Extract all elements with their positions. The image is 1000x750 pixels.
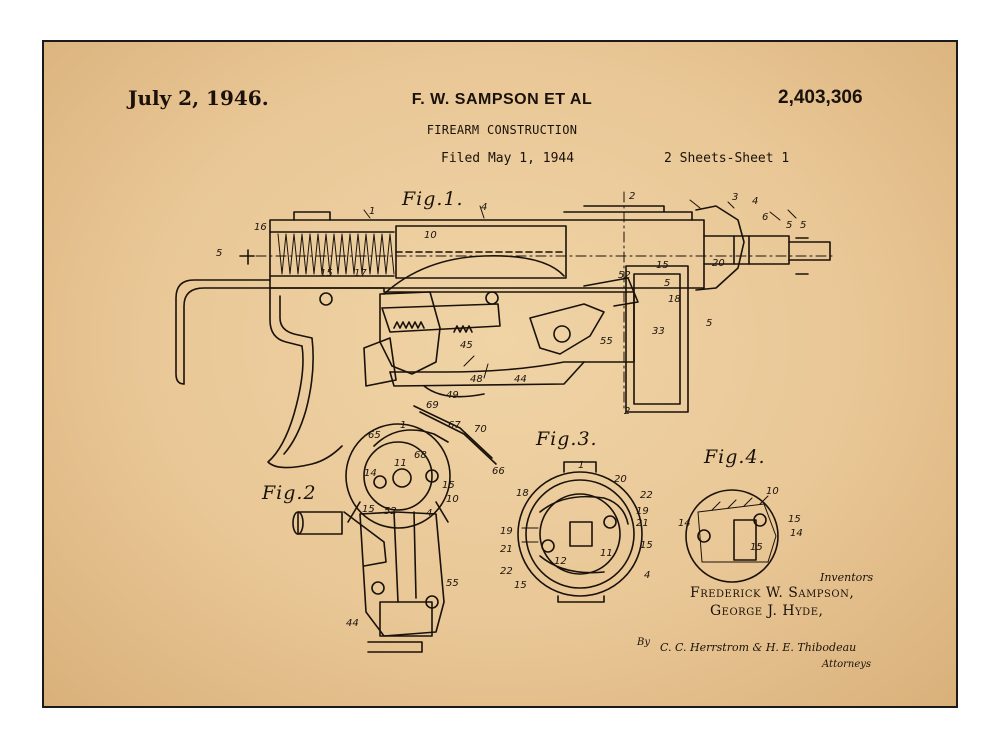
- svg-text:70: 70: [474, 424, 487, 435]
- attorneys-caption: Attorneys: [822, 659, 872, 670]
- inventor-heading: F. W. SAMPSON ET AL: [411, 91, 593, 108]
- svg-text:15: 15: [320, 268, 333, 279]
- svg-text:3: 3: [732, 192, 738, 203]
- fig4-drawing: [685, 489, 779, 583]
- svg-text:55: 55: [446, 578, 459, 589]
- svg-text:15: 15: [640, 540, 653, 551]
- svg-text:15: 15: [656, 260, 669, 271]
- fig1-gun-drawing: [175, 191, 835, 469]
- svg-text:15: 15: [788, 514, 801, 525]
- svg-text:18: 18: [516, 488, 529, 499]
- svg-text:4: 4: [481, 202, 487, 213]
- filed-date: Filed May 1, 1944: [441, 151, 575, 166]
- fig1-numerals: 1 4 2 3 4 6 5 5 5 16 10 15 17 15 20 52 5…: [216, 191, 806, 417]
- svg-text:15: 15: [442, 480, 455, 491]
- svg-text:49: 49: [446, 390, 459, 401]
- svg-text:68: 68: [414, 450, 427, 461]
- svg-text:15: 15: [362, 504, 375, 515]
- fig2-drawing: [292, 405, 497, 653]
- svg-text:5: 5: [786, 220, 792, 231]
- inventors-caption: Inventors: [820, 571, 874, 584]
- svg-text:4: 4: [752, 196, 758, 207]
- svg-text:1: 1: [369, 206, 375, 217]
- svg-text:2: 2: [629, 191, 635, 202]
- svg-text:5: 5: [664, 278, 670, 289]
- svg-text:18: 18: [668, 294, 681, 305]
- patent-sheet: July 2, 1946. F. W. SAMPSON ET AL 2,403,…: [42, 40, 958, 708]
- fig4-numerals: 10 14 15 14 15: [678, 486, 803, 553]
- by-label: By: [637, 637, 650, 648]
- svg-text:44: 44: [346, 618, 359, 629]
- svg-text:15: 15: [750, 542, 763, 553]
- fig3-label: Fig.3.: [536, 428, 598, 450]
- svg-text:14: 14: [678, 518, 691, 529]
- svg-text:17: 17: [354, 268, 367, 279]
- patent-number: 2,403,306: [778, 87, 863, 108]
- svg-text:10: 10: [424, 230, 437, 241]
- svg-text:14: 14: [790, 528, 803, 539]
- svg-text:11: 11: [600, 548, 613, 559]
- svg-text:2: 2: [624, 406, 630, 417]
- svg-text:19: 19: [500, 526, 513, 537]
- svg-text:4: 4: [426, 508, 432, 519]
- sheet-count: 2 Sheets-Sheet 1: [664, 151, 790, 166]
- fig4-label: Fig.4.: [704, 446, 766, 468]
- svg-text:1: 1: [400, 420, 406, 431]
- svg-text:22: 22: [640, 490, 653, 501]
- svg-text:19: 19: [636, 506, 649, 517]
- svg-text:4: 4: [644, 570, 650, 581]
- fig2-numerals: 65 1 69 67 70 68 11 14 15 10 66 15 52 4 …: [346, 400, 505, 629]
- fig3-numerals: 1 18 20 22 19 21 15 19 21 22 15 12 11 4: [500, 460, 653, 591]
- svg-text:21: 21: [636, 518, 649, 529]
- svg-text:44: 44: [514, 374, 527, 385]
- svg-text:5: 5: [216, 248, 222, 259]
- inventor-name-2: George J. Hyde,: [710, 603, 824, 619]
- svg-text:52: 52: [384, 506, 397, 517]
- svg-text:65: 65: [368, 430, 381, 441]
- fig3-drawing: [517, 461, 643, 603]
- svg-text:11: 11: [394, 458, 407, 469]
- svg-text:12: 12: [554, 556, 567, 567]
- svg-text:20: 20: [712, 258, 725, 269]
- svg-text:45: 45: [460, 340, 473, 351]
- svg-text:5: 5: [800, 220, 806, 231]
- attorney-signatures: C. C. Herrstrom & H. E. Thibodeau: [660, 641, 857, 654]
- svg-text:48: 48: [470, 374, 483, 385]
- svg-text:5: 5: [706, 318, 712, 329]
- patent-subject: FIREARM CONSTRUCTION: [426, 123, 578, 137]
- svg-text:52: 52: [618, 270, 631, 281]
- svg-text:33: 33: [652, 326, 665, 337]
- fig2-label: Fig.2: [262, 482, 317, 504]
- svg-text:22: 22: [500, 566, 513, 577]
- svg-text:6: 6: [762, 212, 768, 223]
- svg-text:10: 10: [766, 486, 779, 497]
- inventor-name-1: Frederick W. Sampson,: [690, 585, 855, 601]
- svg-text:16: 16: [254, 222, 267, 233]
- fig1-label: Fig.1.: [402, 188, 464, 210]
- svg-text:21: 21: [500, 544, 513, 555]
- svg-text:69: 69: [426, 400, 439, 411]
- svg-text:15: 15: [514, 580, 527, 591]
- svg-text:10: 10: [446, 494, 459, 505]
- svg-text:55: 55: [600, 336, 613, 347]
- patent-date: July 2, 1946.: [128, 86, 269, 110]
- svg-text:14: 14: [364, 468, 377, 479]
- svg-text:20: 20: [614, 474, 627, 485]
- svg-text:66: 66: [492, 466, 505, 477]
- svg-text:1: 1: [578, 460, 584, 471]
- patent-drawing: 1 4 2 3 4 6 5 5 5 16 10 15 17 15 20 52 5…: [175, 191, 835, 653]
- svg-text:67: 67: [448, 420, 461, 431]
